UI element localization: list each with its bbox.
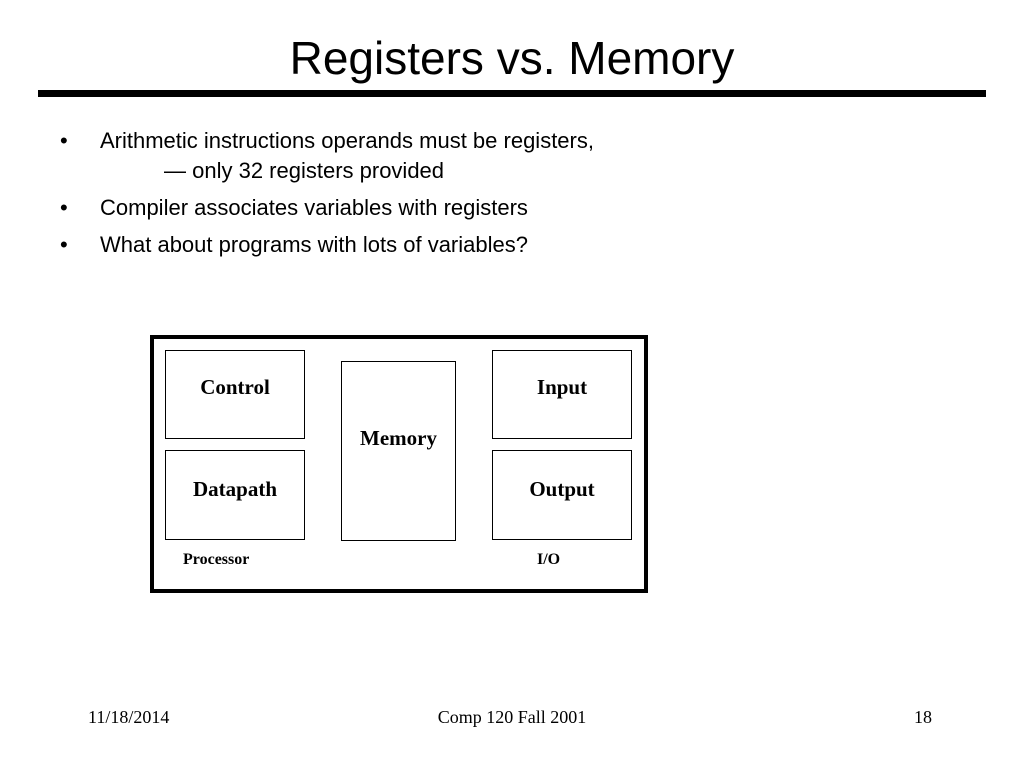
io-group-label: I/O: [537, 551, 561, 568]
datapath-box: Datapath: [165, 450, 305, 540]
input-box: Input: [492, 350, 632, 439]
footer-page-number: 18: [914, 707, 932, 727]
bullet-text: Compiler associates variables with regis…: [100, 195, 528, 220]
bullet-subtext: — only 32 registers provided: [164, 158, 445, 183]
memory-label: Memory: [360, 426, 437, 450]
bullet-list: • Arithmetic instructions operands must …: [58, 126, 958, 267]
bullet-marker: •: [60, 128, 68, 153]
slide-title: Registers vs. Memory: [289, 32, 735, 84]
bullet-marker: •: [60, 232, 68, 257]
datapath-label: Datapath: [192, 477, 277, 501]
footer-course: Comp 120 Fall 2001: [437, 707, 587, 727]
input-label: Input: [536, 375, 588, 399]
bullet-item-compiler: • Compiler associates variables with reg…: [58, 193, 958, 223]
title-rule: [38, 90, 986, 97]
bullet-item-registers: • Arithmetic instructions operands must …: [58, 126, 958, 186]
output-label: Output: [529, 477, 595, 501]
memory-box: Memory: [341, 361, 456, 541]
computer-organization-diagram: Control Datapath Memory Input Output Pro…: [150, 335, 648, 593]
bullet-text: Arithmetic instructions operands must be…: [100, 128, 594, 153]
control-box: Control: [165, 350, 305, 439]
footer-date: 11/18/2014: [88, 707, 170, 727]
bullet-marker: •: [60, 195, 68, 220]
processor-group-label: Processor: [183, 551, 250, 568]
control-label: Control: [200, 375, 270, 399]
bullet-text: What about programs with lots of variabl…: [100, 232, 528, 257]
output-box: Output: [492, 450, 632, 540]
bullet-item-variables: • What about programs with lots of varia…: [58, 230, 958, 260]
